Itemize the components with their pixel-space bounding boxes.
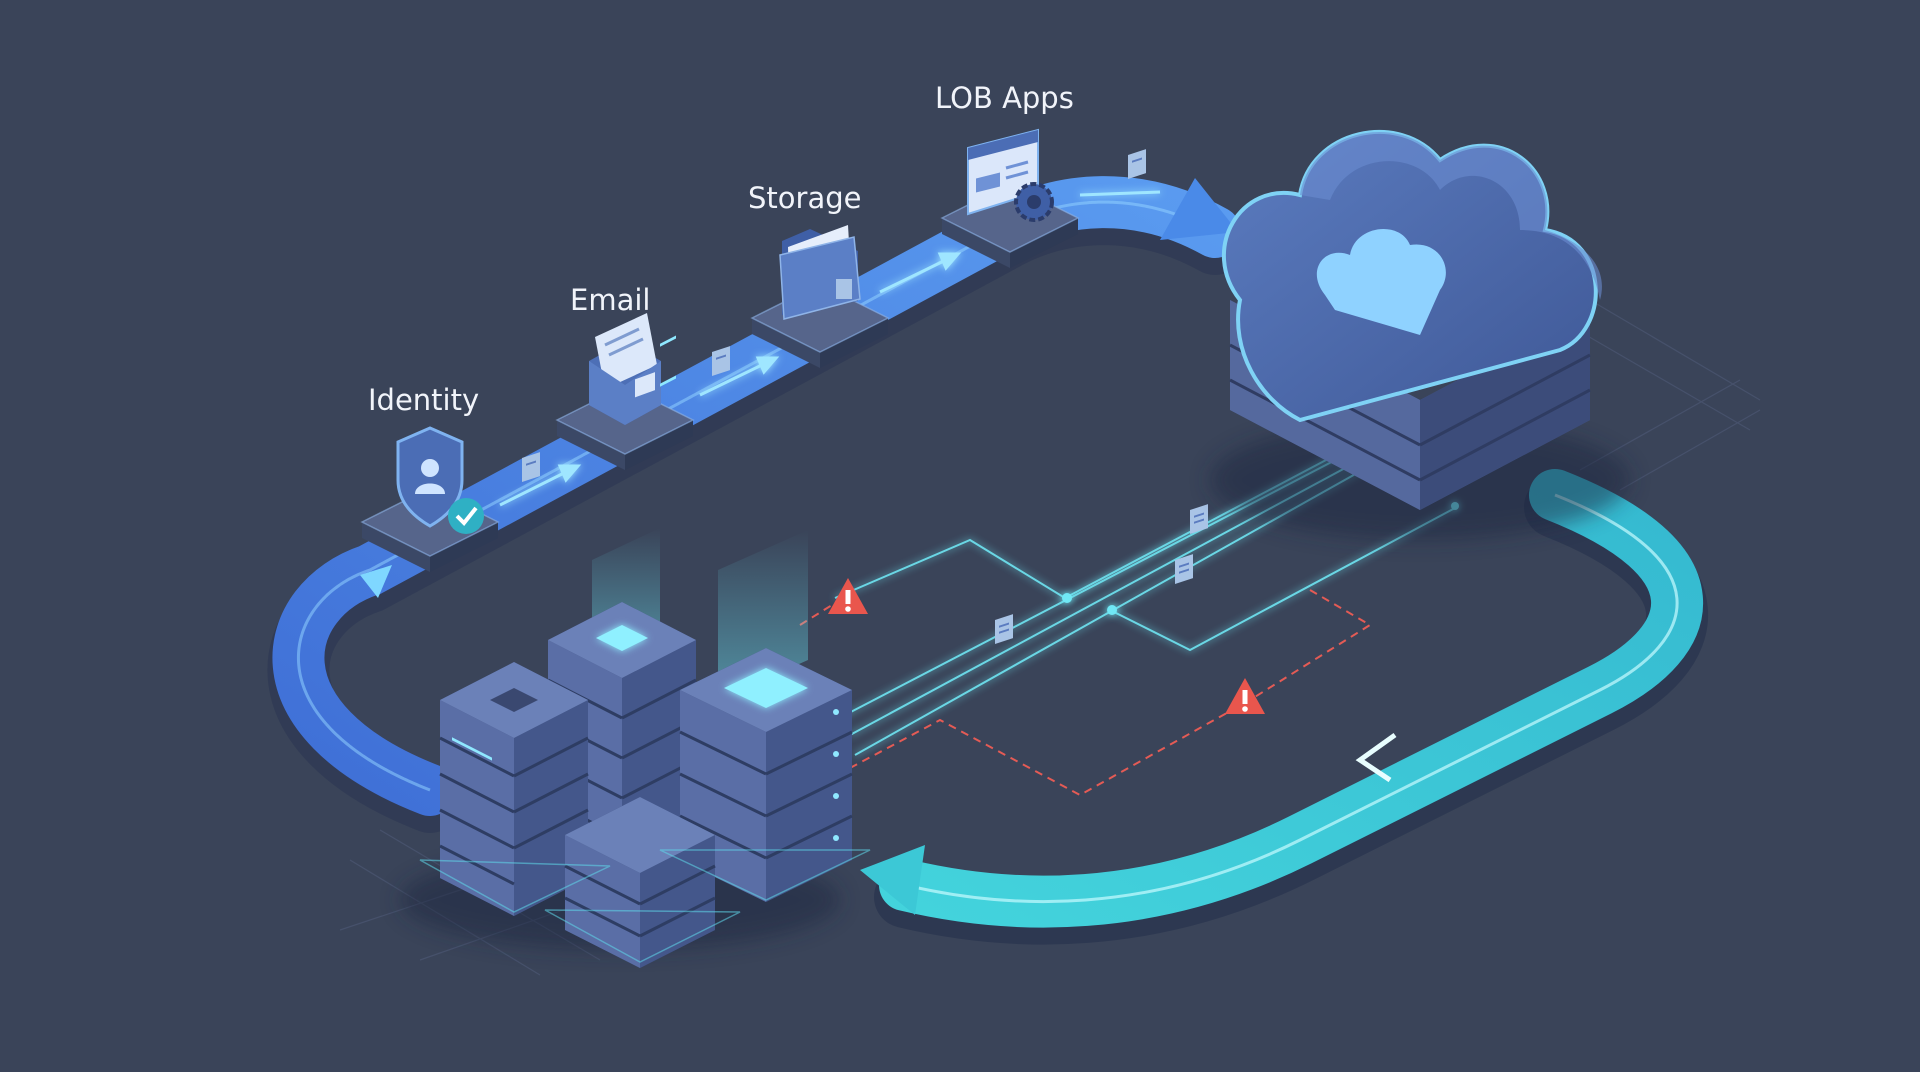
document-icon	[522, 452, 540, 482]
forward-arrow-start	[360, 565, 392, 598]
stage-label-storage: Storage	[748, 181, 861, 215]
stage-label-lob-apps: LOB Apps	[935, 81, 1074, 115]
document-icon	[995, 614, 1013, 644]
upload-beam	[718, 530, 808, 700]
app-window-gear-icon	[967, 128, 1054, 222]
document-icon	[712, 346, 730, 376]
stage-label-email: Email	[570, 283, 650, 317]
server-rack-icon	[564, 797, 716, 968]
document-icon	[1175, 554, 1193, 584]
cloud-icon	[1221, 130, 1602, 423]
warning-icon	[1225, 678, 1265, 714]
cloud-destination	[1210, 130, 1630, 540]
forward-arrowhead	[1160, 178, 1238, 240]
return-migration-path	[860, 469, 1708, 945]
return-arrowhead	[860, 845, 925, 915]
document-icons	[522, 149, 1208, 644]
on-prem-servers	[400, 335, 871, 968]
document-icon	[1190, 504, 1208, 534]
belt-arrows	[499, 190, 1161, 507]
stage-labels: Identity Email Storage LOB Apps	[368, 81, 1074, 417]
shield-user-check-icon	[396, 426, 484, 534]
envelope-icon	[589, 313, 661, 425]
return-chevron	[1355, 732, 1397, 783]
stage-label-identity: Identity	[368, 383, 479, 417]
folder-icon	[779, 225, 861, 320]
warning-icon	[828, 578, 868, 614]
forward-migration-path	[267, 176, 1246, 833]
document-icon	[1128, 149, 1146, 179]
failed-connection-lines	[799, 589, 1372, 797]
